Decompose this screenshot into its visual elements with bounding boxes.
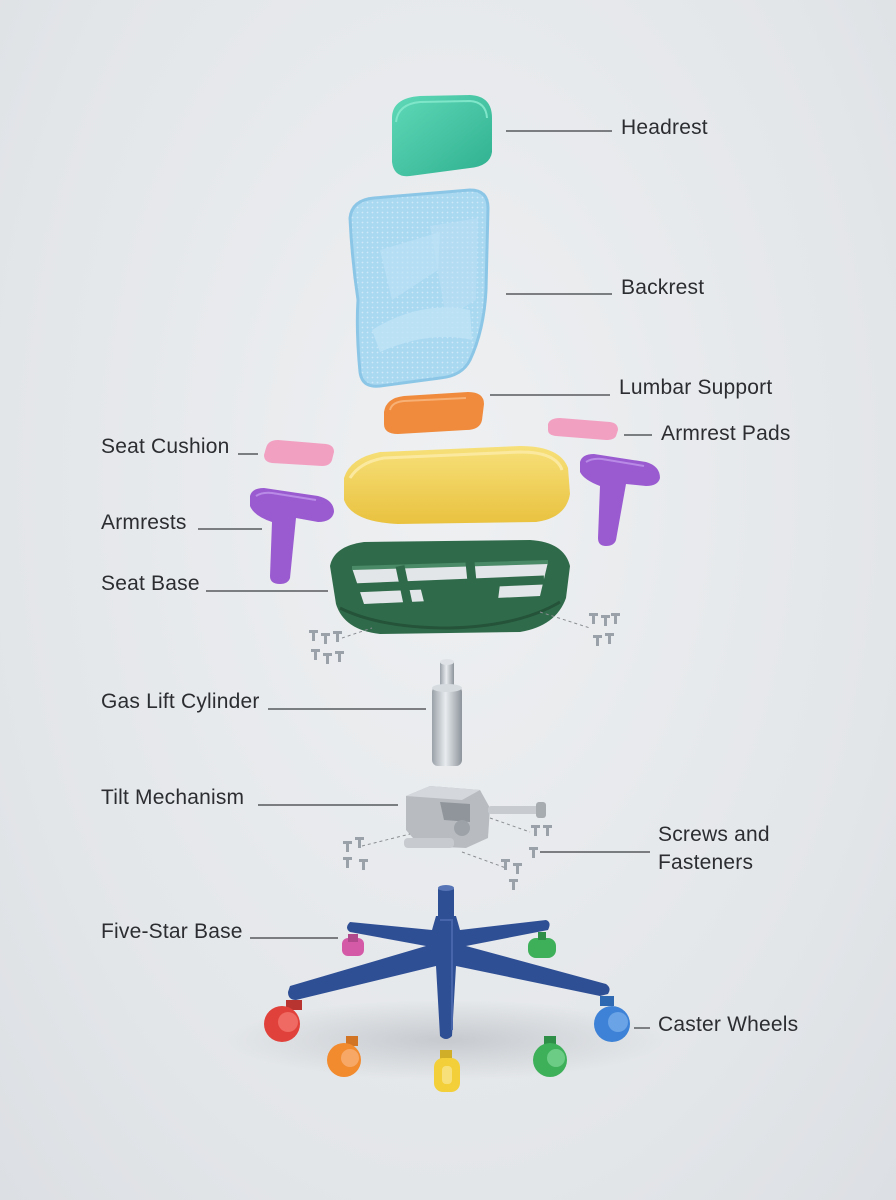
tilt-mechanism-part	[404, 786, 546, 848]
label-five-star-base: Five-Star Base	[101, 920, 243, 943]
backrest-part	[348, 188, 490, 388]
armrest-right	[580, 454, 660, 546]
label-screws-line1: Screws and	[658, 823, 770, 846]
seat-base-part	[330, 540, 570, 634]
label-backrest: Backrest	[621, 276, 705, 299]
seat-screws-right	[589, 613, 620, 646]
label-gas-lift-cylinder: Gas Lift Cylinder	[101, 690, 260, 713]
armrest-pad-left	[264, 440, 334, 466]
armrest-left	[250, 488, 334, 584]
label-armrest-pads: Armrest Pads	[661, 422, 791, 445]
label-seat-base: Seat Base	[101, 572, 200, 595]
headrest-part	[392, 95, 492, 177]
seat-cushion-part	[344, 446, 570, 524]
label-headrest: Headrest	[621, 116, 708, 139]
caster-wheel-yellow	[434, 1050, 460, 1092]
caster-wheel-green	[533, 1036, 567, 1077]
gas-lift-cylinder-part	[432, 659, 462, 766]
leader-lines	[198, 130, 652, 1029]
caster-wheel-pink	[342, 934, 364, 956]
label-armrests: Armrests	[101, 511, 187, 534]
armrest-pad-right	[548, 418, 618, 440]
seat-screws-left	[309, 630, 344, 664]
caster-wheel-red	[264, 1000, 302, 1042]
tilt-screws	[343, 825, 552, 890]
label-screws-line2: Fasteners	[658, 851, 754, 874]
five-star-base-part	[288, 885, 610, 1039]
label-lumbar-support: Lumbar Support	[619, 376, 773, 399]
caster-wheel-blue	[594, 996, 630, 1042]
label-seat-cushion: Seat Cushion	[101, 435, 230, 458]
caster-wheel-green-back	[528, 932, 556, 958]
caster-wheel-orange	[327, 1036, 361, 1077]
label-tilt-mechanism: Tilt Mechanism	[101, 786, 245, 809]
label-caster-wheels: Caster Wheels	[658, 1013, 799, 1036]
lumbar-support-part	[384, 392, 484, 434]
